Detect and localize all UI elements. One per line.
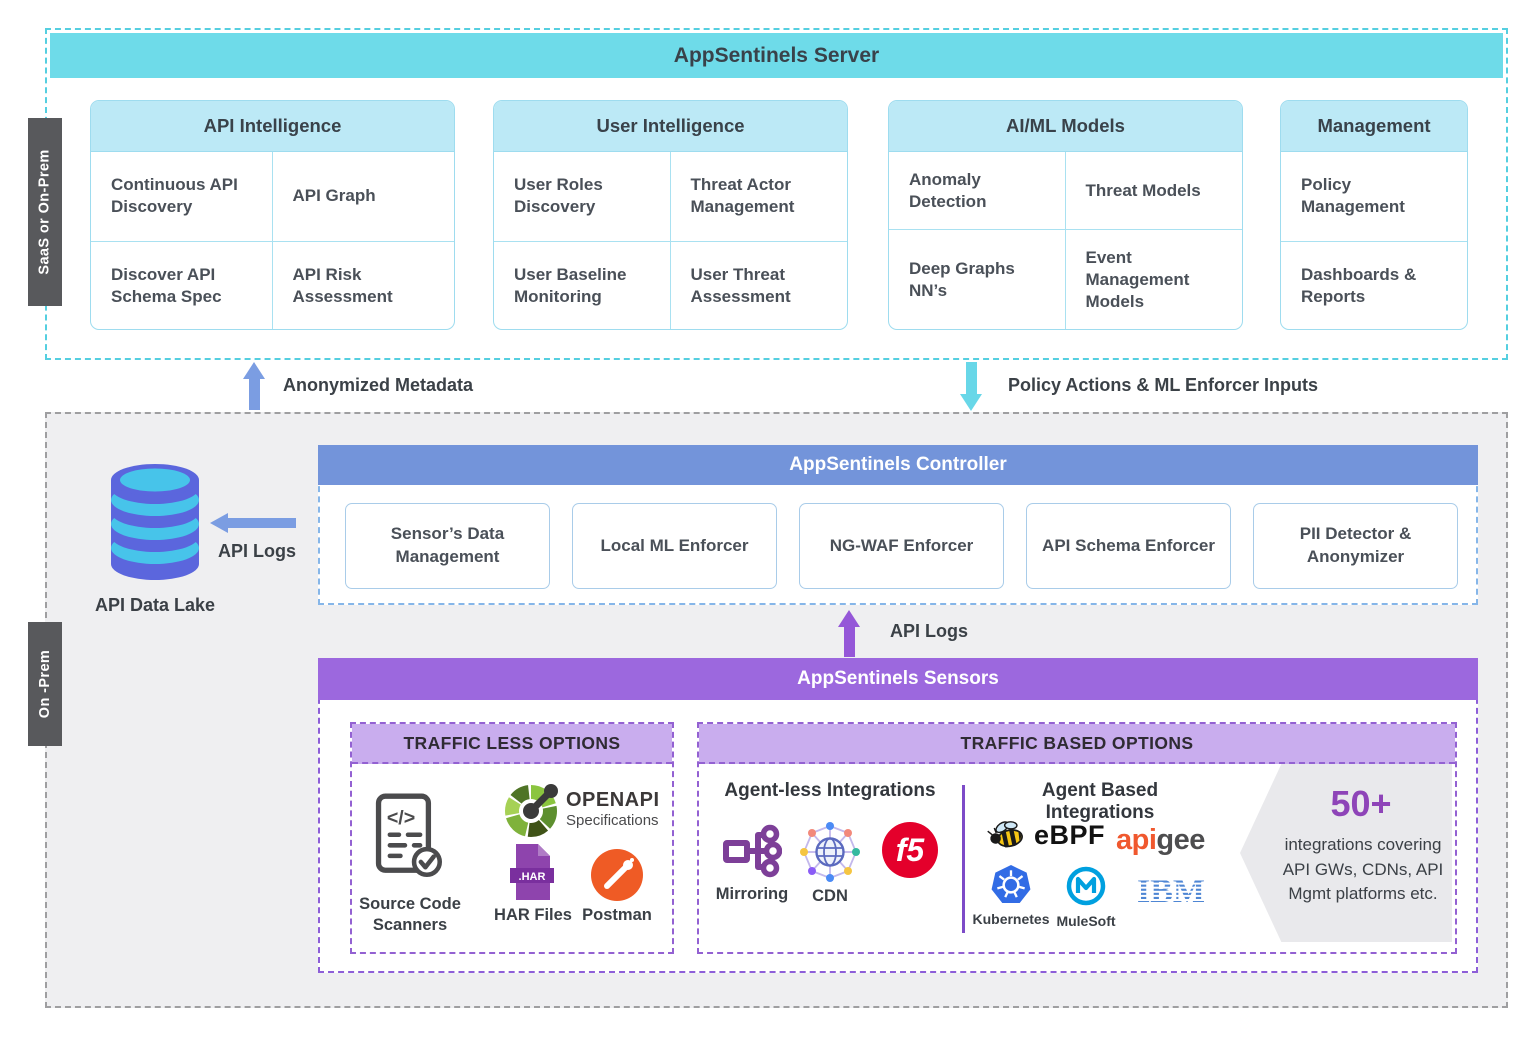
panel-user-intelligence: User Intelligence User Roles Discovery T… bbox=[493, 100, 848, 330]
arrow-left-shaft bbox=[228, 518, 296, 528]
panel-cell: Continuous API Discovery bbox=[91, 152, 273, 242]
integrations-badge-shape bbox=[1240, 764, 1452, 942]
panel-title: Management bbox=[1281, 101, 1467, 152]
svg-text:f5: f5 bbox=[896, 832, 926, 868]
panel-cell: User Baseline Monitoring bbox=[494, 241, 671, 329]
svg-text:</>: </> bbox=[387, 807, 415, 829]
postman-label: Postman bbox=[582, 906, 652, 924]
flow-label-api-logs-controller: API Logs bbox=[890, 621, 969, 641]
arrow-up-icon bbox=[243, 362, 265, 379]
panel-grid: Policy Management Dashboards & Reports bbox=[1281, 152, 1467, 329]
panel-cell: Dashboards & Reports bbox=[1301, 264, 1417, 306]
cdn-icon bbox=[800, 822, 860, 882]
integrations-count: 50+ bbox=[1330, 783, 1392, 824]
apigee-logo: apigee bbox=[1116, 824, 1205, 857]
panel-grid: Anomaly Detection Threat Models Deep Gra… bbox=[889, 152, 1242, 329]
traffic-based-title: TRAFFIC BASED OPTIONS bbox=[699, 724, 1455, 764]
kubernetes-icon bbox=[991, 865, 1031, 903]
arrow-down-icon bbox=[960, 394, 982, 411]
f5-icon: f5 bbox=[882, 822, 938, 878]
apigee-wordmark-api: api bbox=[1116, 824, 1157, 856]
sensors-title-bar: AppSentinels Sensors bbox=[318, 658, 1478, 700]
panel-cell: User Threat Assessment bbox=[690, 264, 791, 306]
ebpf-logo: eBPF bbox=[986, 818, 1105, 852]
source-code-scanner-label: Source Code Scanners bbox=[359, 895, 461, 934]
mirroring-icon bbox=[723, 824, 782, 878]
arrow-up-purple-shaft bbox=[844, 626, 855, 657]
panel-title: API Intelligence bbox=[91, 101, 454, 152]
controller-module: Sensor’s Data Management bbox=[345, 503, 550, 589]
flow-label-policy-actions: Policy Actions & ML Enforcer Inputs bbox=[1008, 375, 1319, 395]
controller-module: API Schema Enforcer bbox=[1026, 503, 1231, 589]
har-files-label: HAR Files bbox=[494, 906, 572, 924]
openapi-icon bbox=[505, 784, 558, 837]
arrow-down-shaft bbox=[966, 362, 977, 395]
panel-grid: Continuous API Discovery API Graph Disco… bbox=[91, 152, 454, 329]
panel-aiml-models: AI/ML Models Anomaly Detection Threat Mo… bbox=[888, 100, 1243, 330]
arrow-up-purple-icon bbox=[838, 610, 860, 627]
panel-api-intelligence: API Intelligence Continuous API Discover… bbox=[90, 100, 455, 330]
bee-icon bbox=[987, 821, 1023, 848]
mirroring-label: Mirroring bbox=[715, 885, 789, 903]
mulesoft-icon bbox=[1066, 866, 1106, 906]
panel-cell: User Roles Discovery bbox=[494, 152, 671, 242]
openapi-sub-label: Specifications bbox=[566, 812, 659, 829]
controller-module: PII Detector & Anonymizer bbox=[1253, 503, 1458, 589]
ebpf-wordmark: eBPF bbox=[1034, 819, 1106, 850]
panel-management: Management Policy Management Dashboards … bbox=[1280, 100, 1468, 330]
database-icon bbox=[111, 464, 199, 580]
controller-title-bar: AppSentinels Controller bbox=[318, 445, 1478, 485]
traffic-less-title: TRAFFIC LESS OPTIONS bbox=[352, 724, 672, 764]
panel-cell: Threat Actor Management bbox=[670, 152, 847, 242]
postman-icon bbox=[591, 849, 643, 901]
flow-label-api-logs-lake: API Logs bbox=[218, 541, 297, 561]
svg-text:.HAR: .HAR bbox=[519, 871, 546, 883]
agentless-title: Agent-less Integrations bbox=[724, 780, 936, 801]
controller-box: AppSentinels Controller Sensor’s Data Ma… bbox=[318, 445, 1478, 605]
integrations-description: integrations covering API GWs, CDNs, API… bbox=[1282, 835, 1444, 904]
kubernetes-label: Kubernetes bbox=[972, 911, 1050, 927]
source-code-scanner-icon: </> bbox=[375, 793, 442, 878]
arrow-left-icon bbox=[210, 513, 228, 533]
panel-cell: Anomaly Detection bbox=[889, 152, 1066, 231]
panel-title: AI/ML Models bbox=[889, 101, 1242, 152]
panel-cell: API Graph bbox=[272, 152, 454, 242]
controller-module: Local ML Enforcer bbox=[572, 503, 777, 589]
mulesoft-label: MuleSoft bbox=[1056, 913, 1116, 929]
flow-label-anonymized-metadata: Anonymized Metadata bbox=[283, 375, 474, 395]
server-title-bar: AppSentinels Server bbox=[50, 33, 1503, 78]
panel-cell: Event Management Models bbox=[1085, 248, 1190, 312]
controller-module: NG-WAF Enforcer bbox=[799, 503, 1004, 589]
svg-text:IBM: IBM bbox=[1137, 873, 1205, 909]
arrow-up-shaft bbox=[249, 378, 260, 410]
ibm-logo: IBM bbox=[1137, 873, 1205, 909]
cdn-label: CDN bbox=[812, 887, 848, 905]
panel-cell: API Risk Assessment bbox=[292, 264, 393, 306]
panel-cell: Deep Graphs NN’s bbox=[889, 230, 1066, 329]
panel-cell: Threat Models bbox=[1065, 152, 1242, 231]
saas-side-label: SaaS or On-Prem bbox=[28, 118, 62, 306]
panel-cell: Policy Management bbox=[1281, 152, 1467, 242]
data-lake-label: API Data Lake bbox=[94, 595, 216, 615]
traffic-based-divider bbox=[962, 785, 965, 933]
har-file-icon: .HAR bbox=[510, 844, 554, 900]
openapi-wordmark: OPENAPI bbox=[566, 789, 660, 811]
agentbased-title: Agent Based Integrations bbox=[1041, 780, 1159, 823]
apigee-wordmark-gee: gee bbox=[1156, 824, 1205, 856]
panel-cell: Discover API Schema Spec bbox=[91, 241, 273, 329]
traffic-less-box: TRAFFIC LESS OPTIONS bbox=[350, 722, 674, 954]
panel-title: User Intelligence bbox=[494, 101, 847, 152]
onprem-side-label: On -Prem bbox=[28, 622, 62, 746]
panel-grid: User Roles Discovery Threat Actor Manage… bbox=[494, 152, 847, 329]
